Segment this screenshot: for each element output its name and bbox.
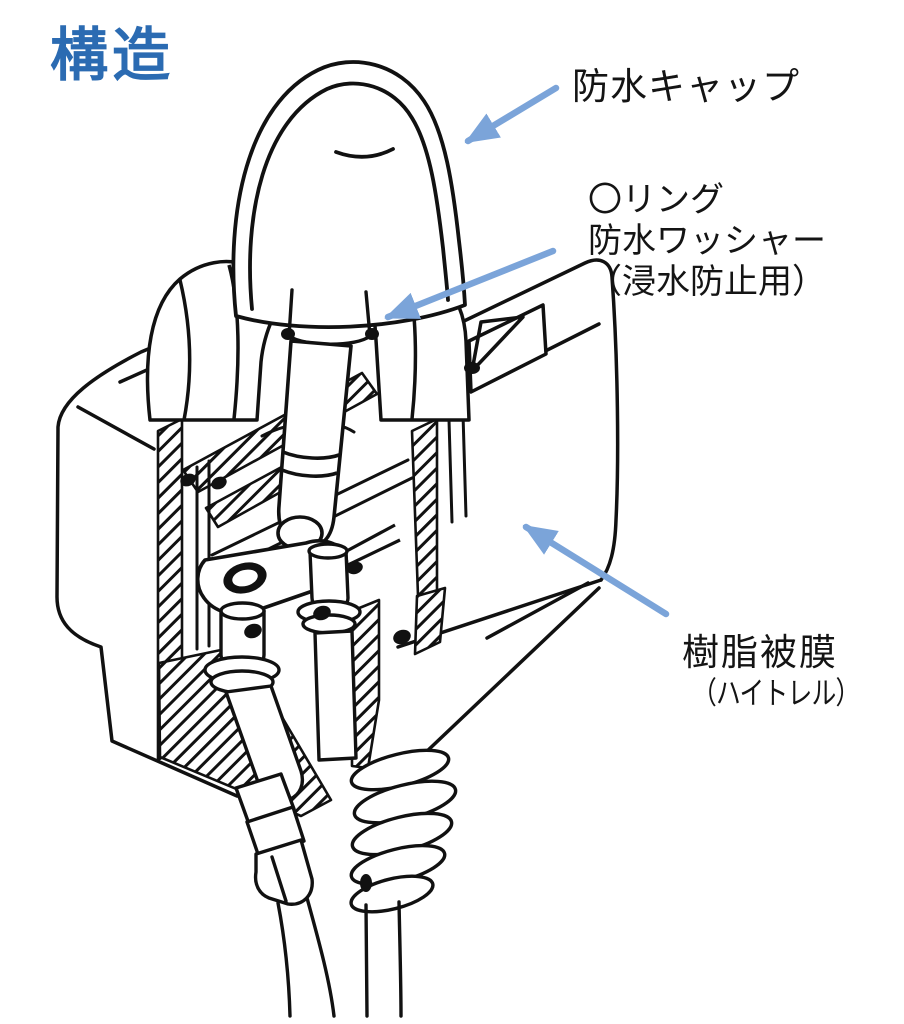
terminal-left: [203, 601, 281, 695]
resin-coating-sublabel: （ハイトレル）: [692, 676, 860, 712]
oring-label-line1: 〇リング: [588, 180, 724, 220]
wire-left: [224, 684, 336, 1018]
oring-washer-label: 〇リング 防水ワッシャー （浸水防止用）: [588, 180, 826, 303]
bellows-strain-relief: [349, 748, 458, 914]
oring-arrow: [384, 247, 557, 321]
oring-label-line2: 防水ワッシャー: [588, 221, 826, 261]
waterproof-cap-shape: [231, 60, 467, 329]
leader-arrows: [384, 84, 670, 618]
page-title: 構造: [50, 21, 175, 89]
o-ring-seal-dots: [180, 328, 480, 892]
waterproof-cap-label: 防水キャップ: [572, 65, 800, 108]
resin-coating-label: 樹脂被膜: [682, 631, 838, 674]
resin-arrow: [522, 523, 670, 618]
wire-right: [313, 629, 458, 1018]
cap-arrow: [464, 84, 560, 145]
oring-label-line3: （浸水防止用）: [588, 262, 826, 302]
toggle-lever: [276, 339, 353, 551]
terminal-right: [296, 542, 362, 635]
